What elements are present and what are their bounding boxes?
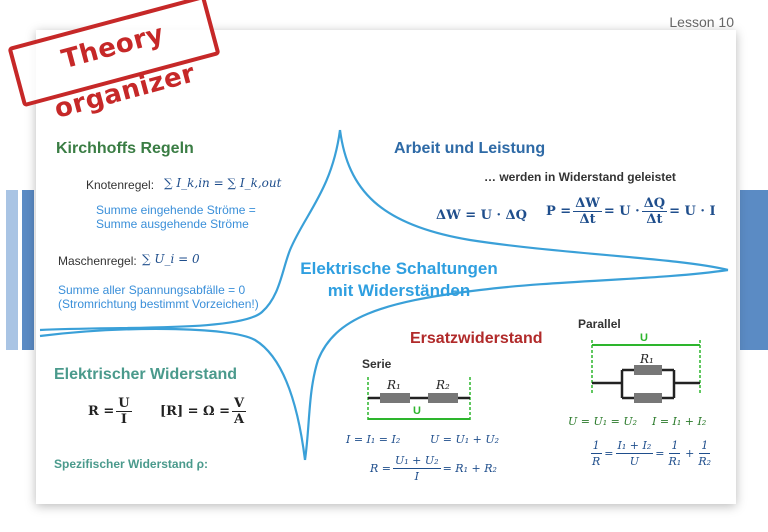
knoten-desc-1: Summe eingehende Ströme = — [96, 203, 256, 217]
maschen-desc-1: Summe aller Spannungsabfälle = 0 — [58, 283, 246, 297]
kirchhoff-title: Kirchhoffs Regeln — [56, 140, 194, 157]
branch-bottom-left — [39, 327, 307, 461]
serie-r-rhs: = R₁ + R₂ — [442, 462, 497, 475]
serie-r2-label: R₂ — [436, 378, 450, 392]
arbeit-subtitle: … werden in Widerstand geleistet — [484, 170, 676, 184]
knoten-label: Knotenregel: — [86, 178, 155, 192]
side-bar-right — [740, 190, 768, 350]
parallel-eq-1: = — [604, 447, 614, 460]
serie-r-lhs: R = — [370, 462, 391, 475]
arbeit-title: Arbeit und Leistung — [394, 140, 546, 157]
series-circuit — [367, 377, 471, 422]
power-mid: = U · — [603, 204, 640, 219]
branch-bottom-right — [303, 268, 729, 461]
parallel-current-formula: I = I₁ + I₂ — [652, 415, 707, 428]
widerstand-title: Elektrischer Widerstand — [54, 366, 238, 383]
resistance-lhs: R = — [88, 404, 115, 419]
content-card — [36, 30, 736, 504]
center-title-line-2: mit Widerständen — [327, 281, 471, 300]
unit-lhs: [R] = Ω = — [160, 404, 231, 419]
maschen-desc-2: (Stromrichtung bestimmt Vorzeichen!) — [58, 297, 259, 311]
work-formula: ΔW = U · ΔQ — [436, 208, 527, 223]
serie-voltage-formula: U = U₁ + U₂ — [430, 433, 500, 446]
branch-top-right — [338, 129, 729, 272]
serie-r1-label: R₁ — [387, 378, 401, 392]
side-bar-left-dark — [22, 190, 34, 350]
maschen-formula: ∑ U_i = 0 — [142, 252, 200, 266]
parallel-voltage-formula: U = U₁ = U₂ — [568, 415, 638, 428]
power-lhs: P = — [546, 204, 572, 219]
spezifischer-widerstand: Spezifischer Widerstand ρ: — [54, 457, 209, 471]
serie-current-formula: I = I₁ = I₂ — [346, 433, 401, 446]
parallel-u-label: U — [640, 332, 648, 344]
lesson-label: Lesson 10 — [669, 14, 734, 30]
serie-label: Serie — [362, 357, 392, 371]
serie-u-label: U — [413, 405, 421, 417]
parallel-r1-label: R₁ — [640, 352, 654, 366]
branch-top-left — [39, 129, 342, 332]
parallel-circuit — [591, 340, 701, 403]
power-rhs: = U · I — [669, 204, 716, 219]
parallel-label: Parallel — [578, 317, 621, 331]
center-title: Elektrische Schaltungen mit Widerständen — [276, 258, 522, 302]
center-title-line-1: Elektrische Schaltungen — [300, 259, 498, 278]
ersatz-title: Ersatzwiderstand — [410, 330, 543, 347]
parallel-plus: + — [685, 447, 695, 460]
side-bar-left-light — [6, 190, 18, 350]
knoten-formula: ∑ I_k,in = ∑ I_k,out — [164, 176, 282, 190]
maschen-label: Maschenregel: — [58, 254, 137, 268]
parallel-eq-2: = — [655, 447, 665, 460]
knoten-desc-2: Summe ausgehende Ströme — [96, 217, 249, 231]
